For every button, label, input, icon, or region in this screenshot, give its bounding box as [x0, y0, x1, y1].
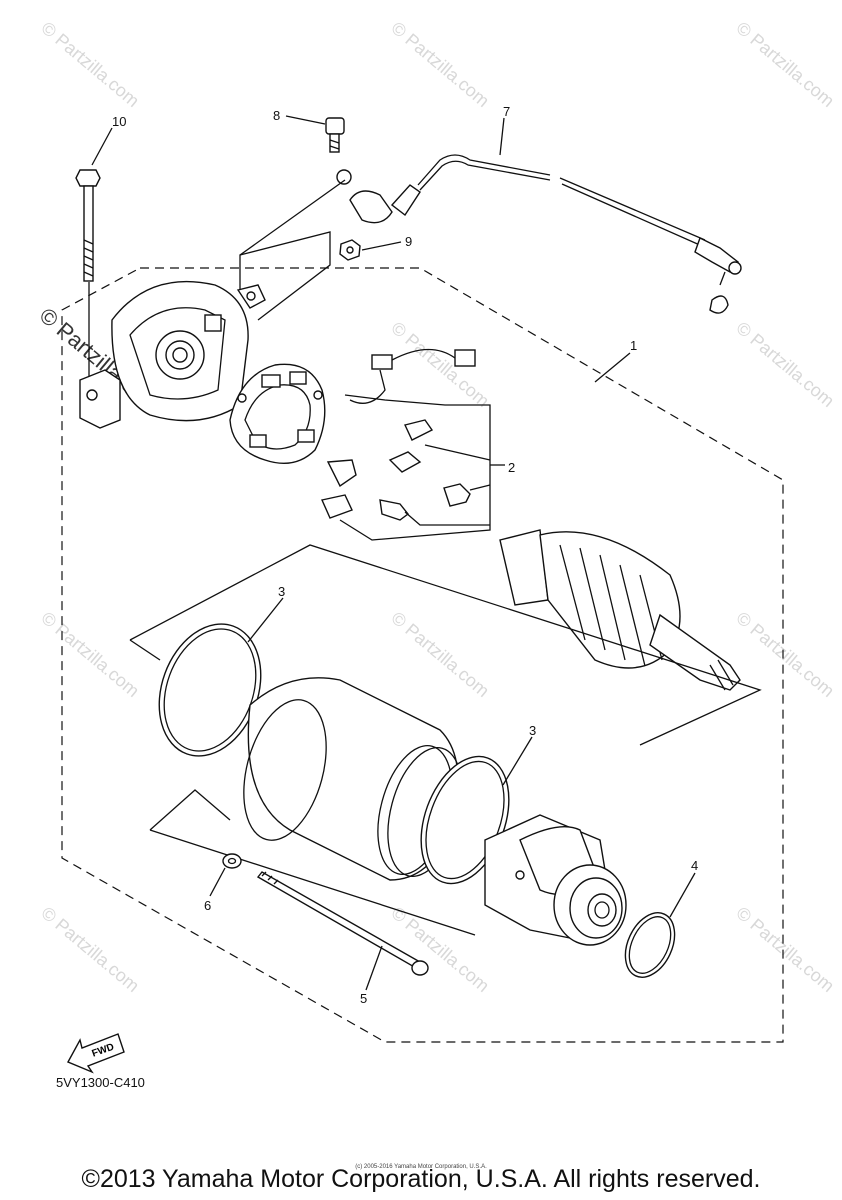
callout-2: 2: [508, 460, 515, 475]
callout-3-left: 3: [278, 584, 285, 599]
part-4-o-ring: [624, 912, 676, 978]
callout-1: 1: [630, 338, 637, 353]
leader-cover: [239, 231, 331, 321]
rear-cover: [79, 280, 266, 429]
callout-4: 4: [691, 858, 698, 873]
watermark: © Partzilla.com: [732, 318, 838, 411]
plane-upper: [129, 544, 762, 746]
part-8-bolt: [325, 117, 345, 153]
part-9-nut: [339, 239, 361, 261]
plane-upper-left: [129, 639, 161, 661]
callout-leaders: [91, 115, 696, 991]
watermark: © Partzilla.com: [37, 903, 143, 996]
callout-10: 10: [112, 114, 126, 129]
part-5-through-bolt: [256, 871, 429, 976]
part-7-lead-wire: [336, 154, 742, 314]
leader-wire: [239, 179, 346, 256]
plane-lower: [149, 789, 476, 936]
callout-8: 8: [273, 108, 280, 123]
callout-3-right: 3: [529, 723, 536, 738]
front-cover: [484, 814, 627, 946]
watermark: © Partzilla.com: [732, 18, 838, 111]
assembly-boundary: [61, 267, 784, 1043]
callout-9: 9: [405, 234, 412, 249]
small-copyright: (c) 2005-2016 Yamaha Motor Corporation, …: [355, 1164, 487, 1170]
watermark: © Partzilla.com: [732, 608, 838, 701]
watermark: © Partzilla.com: [37, 18, 143, 111]
watermark: © Partzilla.com: [732, 903, 838, 996]
part-6-washer: [222, 853, 242, 869]
callout-7: 7: [503, 104, 510, 119]
callout-5: 5: [360, 991, 367, 1006]
watermark: © Partzilla.com: [37, 608, 143, 701]
armature: [499, 529, 741, 691]
brush-holder: [229, 363, 326, 464]
part-2-brush-set: [321, 348, 505, 541]
part-10-bolt: [75, 169, 101, 400]
callout-6: 6: [204, 898, 211, 913]
fwd-arrow: FWD: [67, 1033, 125, 1074]
watermark: © Partzilla.com: [387, 318, 493, 411]
part-3-o-ring-left: [158, 623, 262, 757]
watermark: © Partzilla.com: [387, 18, 493, 111]
watermark: © Partzilla.com: [387, 608, 493, 701]
watermark: © Partzilla.com: [387, 903, 493, 996]
diagram-code: 5VY1300-C410: [56, 1075, 145, 1090]
footer-copyright: ©2013 Yamaha Motor Corporation, U.S.A. A…: [81, 1165, 761, 1193]
callout-numbers: 1 2 3 3 4 5 6 7 8 9 10: [112, 104, 698, 1006]
